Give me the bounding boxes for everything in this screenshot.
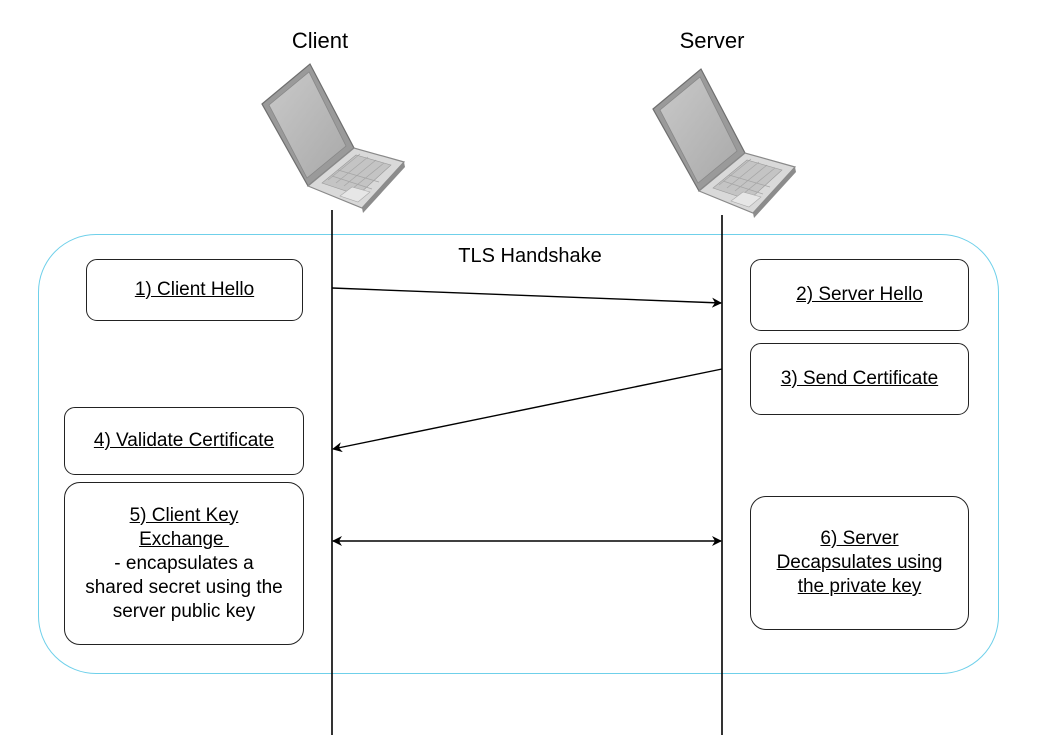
- step-server-decapsulates: 6) Server Decapsulates using the private…: [750, 496, 969, 630]
- server-label: Server: [679, 28, 745, 53]
- step-client-key-exchange: 5) Client Key Exchange - encapsulates a …: [64, 482, 304, 645]
- step-line: 6) Server: [820, 528, 899, 549]
- client-label: Client: [291, 28, 349, 53]
- laptop-icon: [261, 63, 406, 213]
- step-validate-certificate: 4) Validate Certificate: [64, 407, 304, 475]
- step-send-certificate: 3) Send Certificate: [750, 343, 969, 415]
- step-line: 1) Client Hello: [134, 279, 255, 300]
- tls-handshake-region: [38, 234, 999, 674]
- step-line: server public key: [112, 600, 256, 622]
- client-hello-arrow: [331, 287, 722, 308]
- step-client-hello: 1) Client Hello: [86, 259, 303, 321]
- step-line: shared secret using the: [85, 576, 283, 598]
- step-line: 5) Client Key: [129, 504, 239, 526]
- tls-handshake-title: TLS Handshake: [458, 245, 602, 267]
- step-line: 3) Send Certificate: [780, 368, 939, 389]
- step-line: the private key: [797, 576, 922, 597]
- step-server-hello: 2) Server Hello: [750, 259, 969, 331]
- laptop-icon: [652, 68, 797, 218]
- step-line: Exchange: [139, 528, 229, 550]
- step-line: 4) Validate Certificate: [93, 430, 275, 451]
- step-line: Decapsulates using: [776, 552, 943, 573]
- certificate-arrow: [332, 368, 723, 453]
- step-line: - encapsulates a: [114, 552, 254, 574]
- step-line: 2) Server Hello: [796, 284, 923, 305]
